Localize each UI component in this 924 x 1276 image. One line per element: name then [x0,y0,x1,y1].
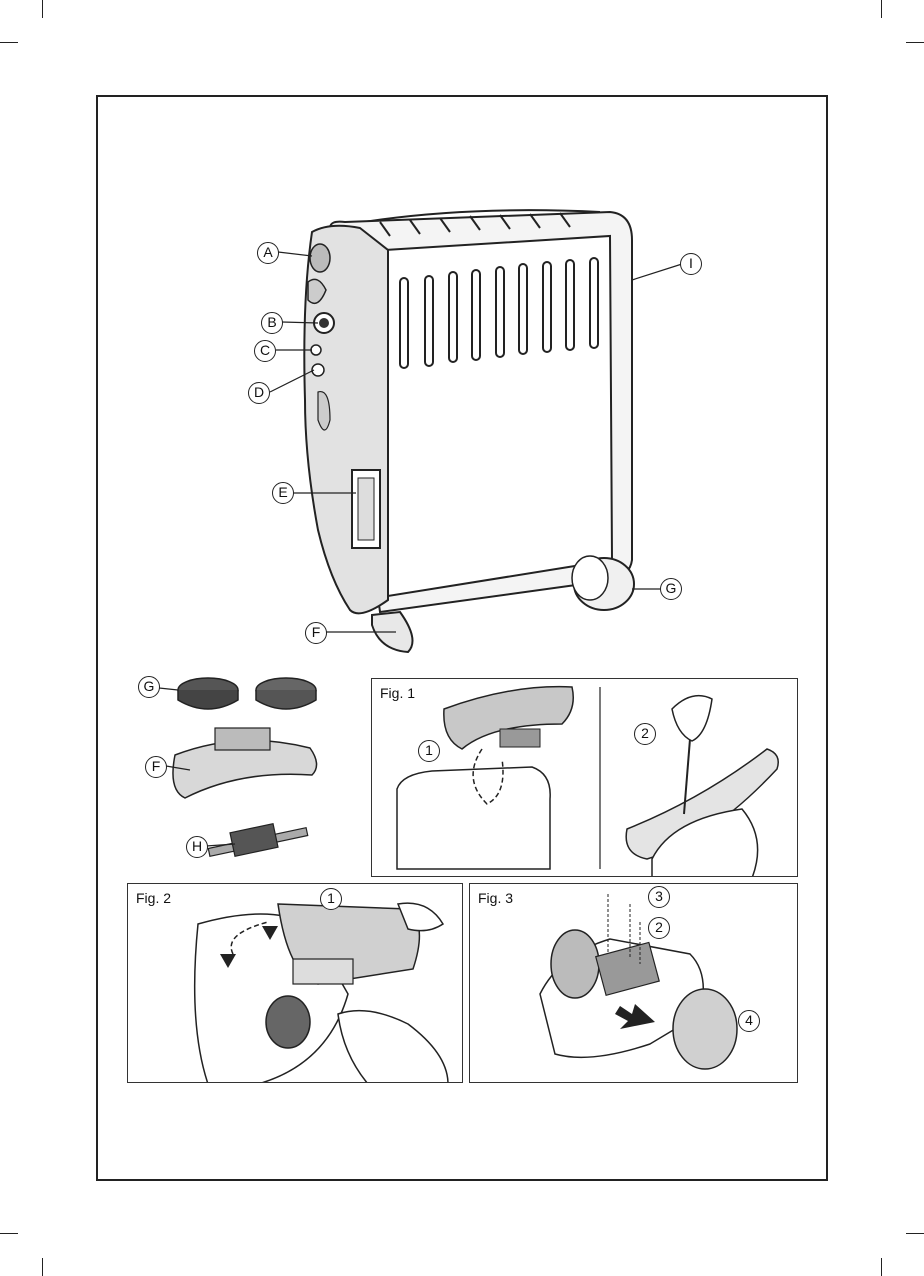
fig3-step-4: 4 [738,1010,760,1032]
fig3-step-2: 2 [648,917,670,939]
label-parts-f: F [145,756,167,778]
crop-mark [906,1233,924,1234]
figure-2-panel: Fig. 2 1 [127,883,463,1083]
figure-1-panel: Fig. 1 1 2 [371,678,798,877]
crop-mark [42,1258,43,1276]
fig1-step-1: 1 [418,740,440,762]
fig2-step-1: 1 [320,888,342,910]
fig3-step-3: 3 [648,886,670,908]
label-parts-h: H [186,836,208,858]
label-parts-g: G [138,676,160,698]
crop-mark [0,1233,18,1234]
crop-mark [881,1258,882,1276]
fig1-step-2: 2 [634,723,656,745]
figure-3-panel: Fig. 3 3 2 4 [469,883,798,1083]
